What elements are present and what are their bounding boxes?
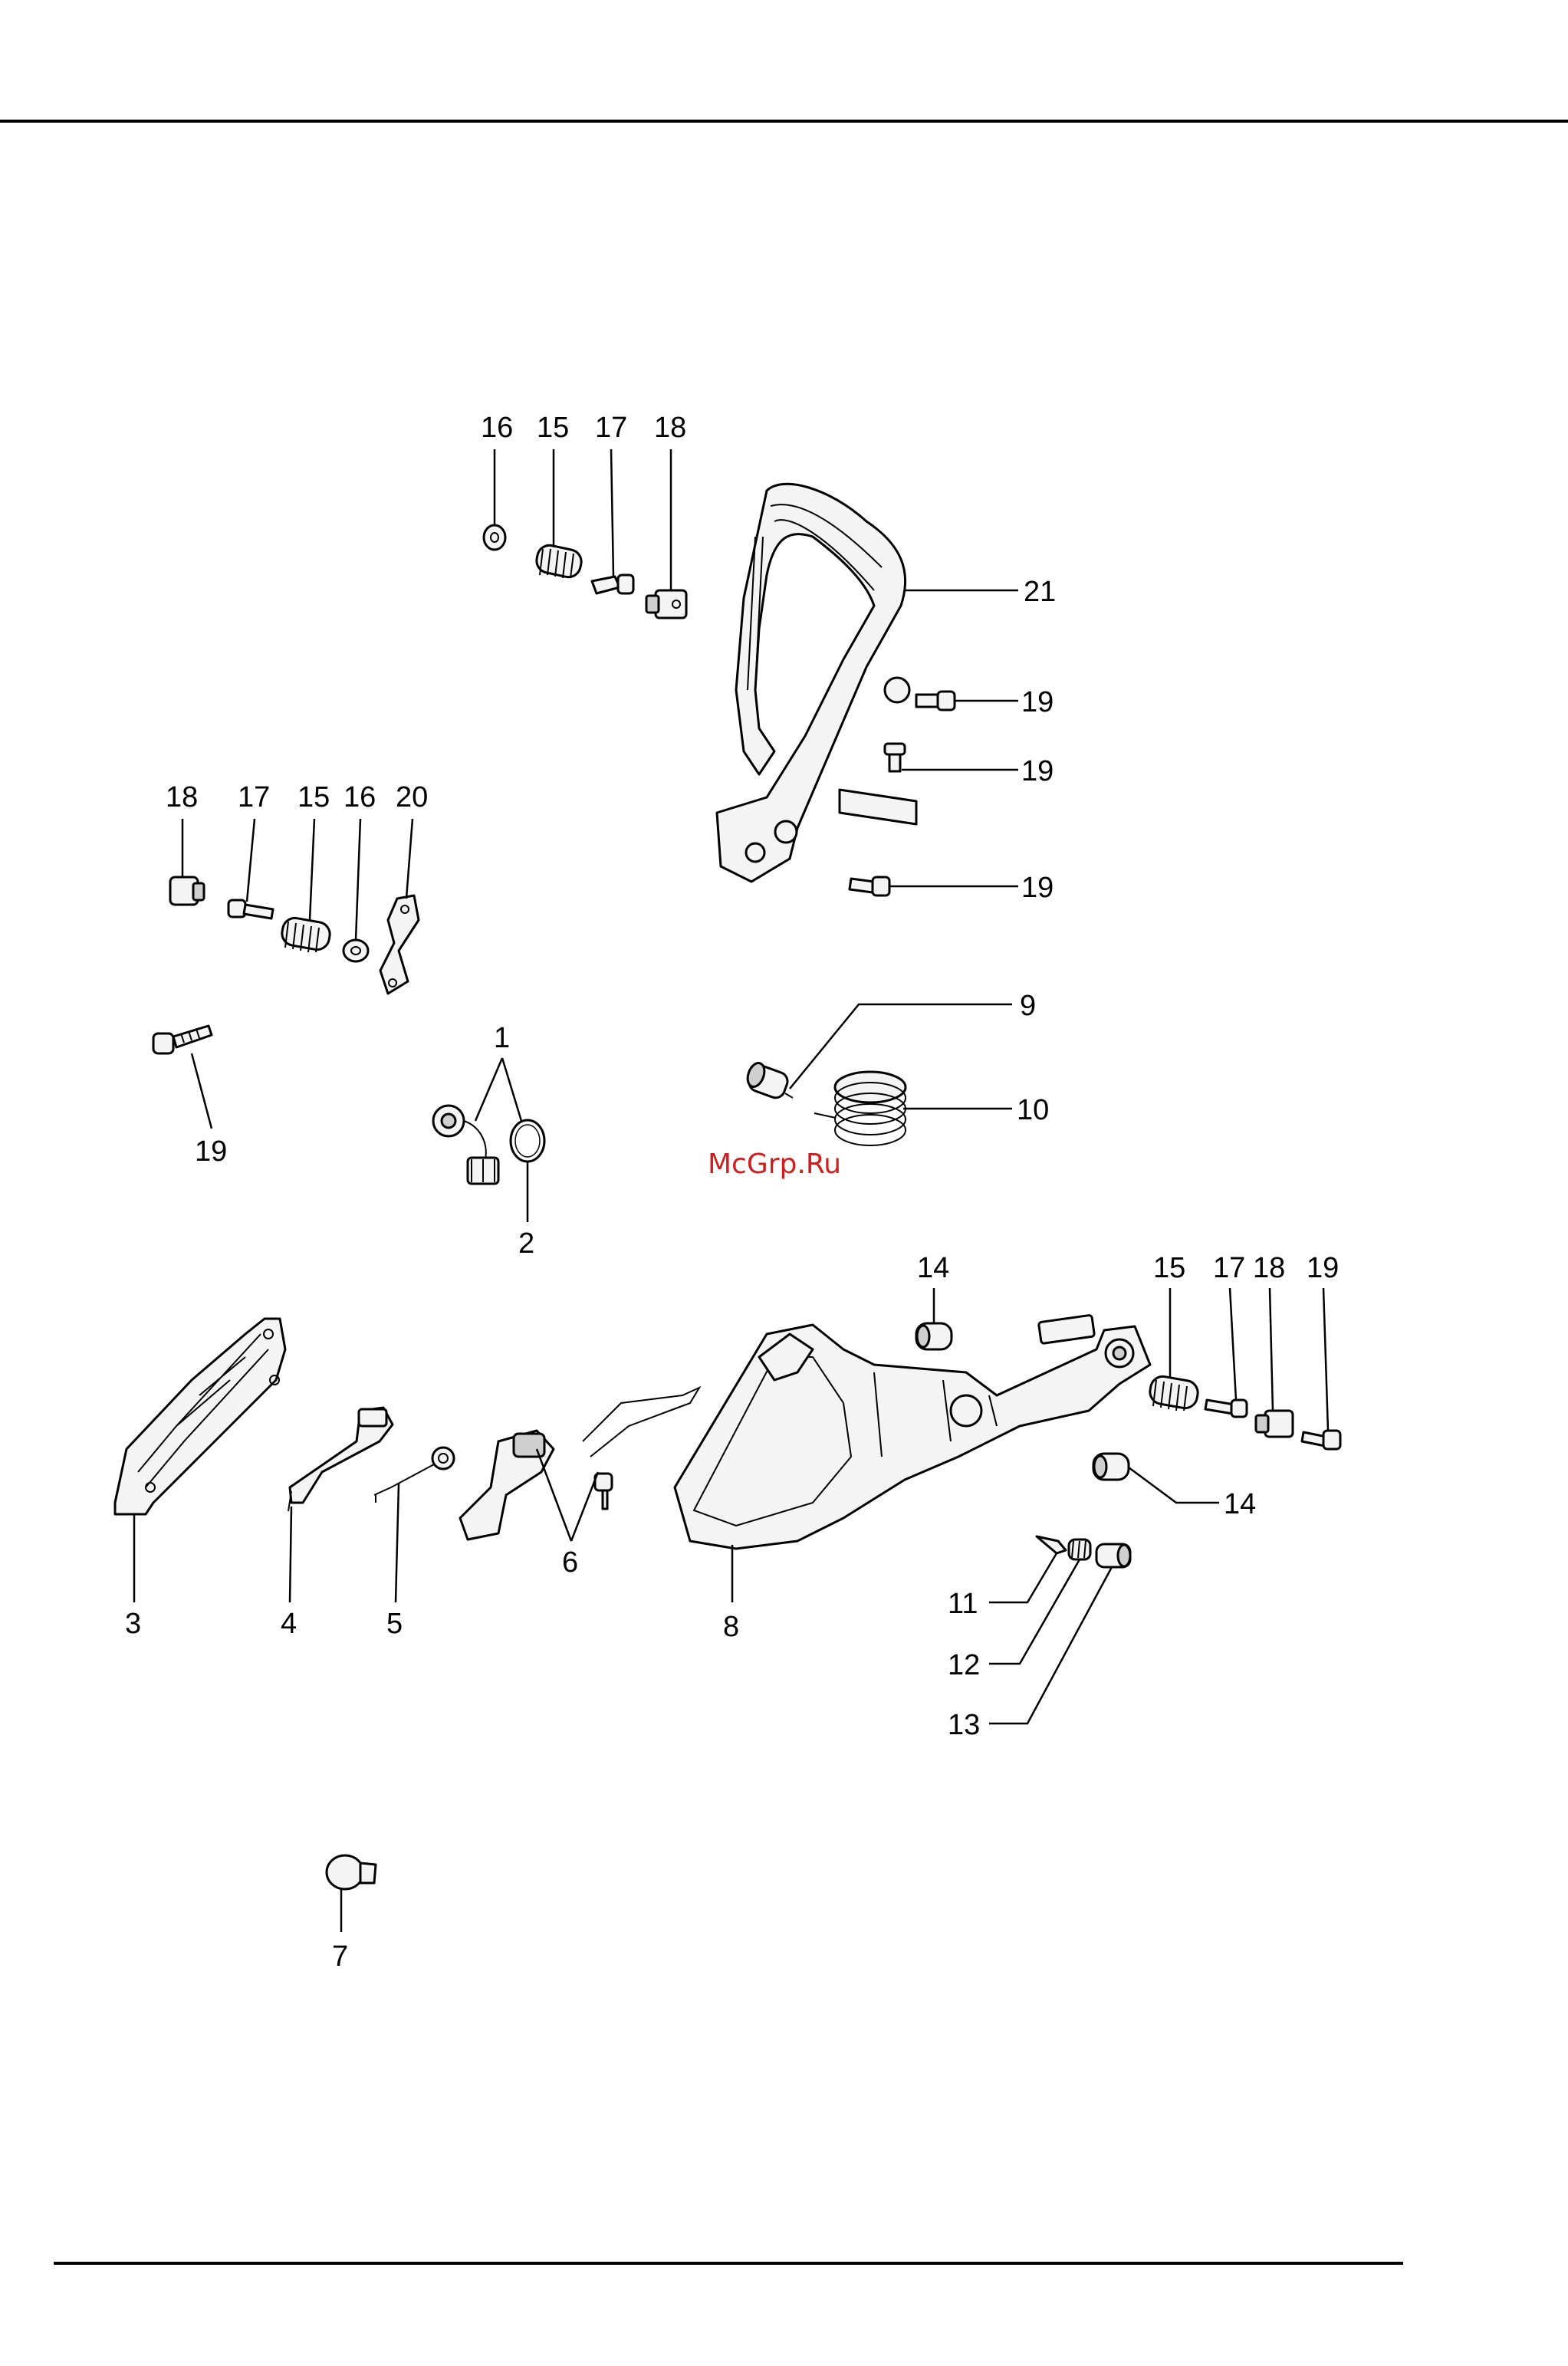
part-1-switch-assembly [433,1106,498,1184]
callout-12: 12 [948,1649,980,1681]
part-5-spring [374,1448,454,1503]
part-14-grommet-top [916,1323,952,1349]
leader-13 [989,1567,1112,1724]
callout-16-left: 16 [344,781,376,813]
watermark: McGrp.Ru [708,1148,841,1180]
leader-17c [1230,1288,1236,1400]
callout-18-top: 18 [654,412,686,444]
callout-17-left: 17 [238,781,270,813]
leader-16b [356,819,360,940]
callout-18-left: 18 [166,781,198,813]
callout-8: 8 [723,1611,739,1643]
callout-7: 7 [332,1940,348,1973]
callout-21: 21 [1024,576,1056,608]
part-4-trigger-lockout [288,1408,393,1511]
part-17-screw-left [228,900,273,918]
part-18-nut-top [646,590,686,618]
part-12-spring [1069,1540,1090,1559]
callout-19-b: 19 [1021,755,1054,787]
leader-17a [611,449,613,577]
part-13-plug [1096,1544,1130,1567]
part-19-screw-c [850,877,889,895]
callout-17-right: 17 [1213,1252,1245,1284]
callout-3: 3 [125,1608,141,1640]
leader-19d [192,1053,212,1129]
part-18-nut-left [170,877,204,905]
part-3-handle-cover [115,1319,285,1514]
callout-13: 13 [948,1709,980,1741]
callout-1: 1 [494,1022,510,1054]
callout-18-right: 18 [1253,1252,1285,1284]
part-2-o-ring [511,1120,544,1162]
callout-19-a: 19 [1021,686,1054,718]
callout-10: 10 [1017,1094,1049,1126]
part-20-bracket [380,895,419,994]
leader-9 [790,1004,1012,1089]
part-8-rear-handle [675,1315,1150,1549]
callout-6: 6 [562,1546,578,1579]
part-18-nut-right [1256,1411,1293,1437]
leader-1 [475,1058,521,1121]
leader-12 [989,1559,1080,1664]
part-9-bushing [745,1061,793,1101]
part-15-spring-right [1148,1375,1199,1411]
callout-4: 4 [281,1608,297,1640]
leader-11 [989,1553,1057,1602]
callout-15-right: 15 [1153,1252,1185,1284]
callout-20: 20 [396,781,428,813]
leader-18c [1270,1288,1273,1411]
part-17-screw-top [592,575,633,593]
leader-5 [396,1484,399,1602]
part-17-screw-right [1205,1400,1247,1417]
part-15-spring-top [534,543,583,579]
part-11-pin [1037,1536,1066,1553]
part-16-washer-left [344,940,368,961]
part-19-screw-b [885,744,905,771]
callout-14-top: 14 [917,1252,949,1284]
part-19-screw-a [916,692,955,710]
callout-19-left: 19 [195,1135,227,1168]
callout-16-top: 16 [481,412,513,444]
callout-15-top: 15 [537,412,569,444]
callout-15-left: 15 [297,781,330,813]
part-19-screw-left [153,1026,212,1053]
part-14-grommet-bottom [1093,1454,1129,1480]
part-19-screw-right [1302,1431,1340,1449]
part-16-washer-top [484,525,505,550]
part-7-cap [327,1855,376,1889]
callout-19-right: 19 [1307,1252,1339,1284]
leader-14b [1129,1467,1219,1503]
callout-2: 2 [518,1227,534,1260]
leader-4 [290,1507,291,1602]
callout-19-c: 19 [1021,872,1054,904]
callout-17-top: 17 [595,412,627,444]
callout-9: 9 [1020,990,1036,1022]
part-21-front-handle [717,484,916,882]
part-10-spring [814,1072,906,1145]
callout-14-bottom: 14 [1224,1488,1256,1520]
leader-17b [247,819,255,902]
callout-5: 5 [386,1608,403,1640]
leader-19e [1323,1288,1328,1431]
part-15-spring-left [280,916,331,952]
leader-15b [310,819,314,920]
leader-20 [406,819,413,899]
callout-11: 11 [948,1588,978,1620]
